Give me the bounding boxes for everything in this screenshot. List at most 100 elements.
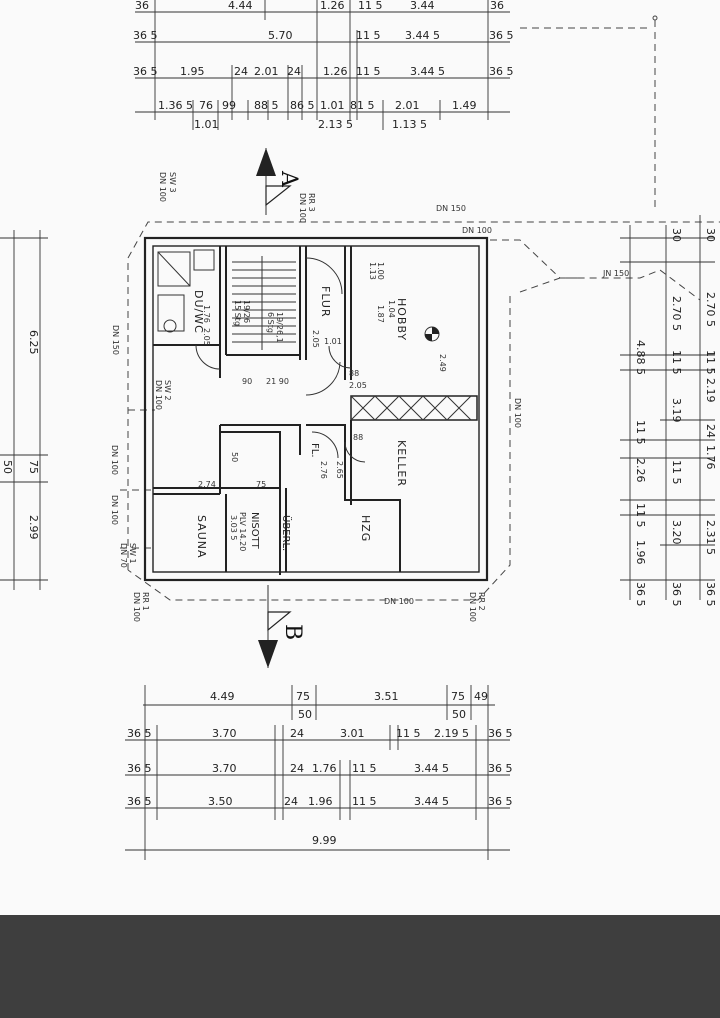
bot-dim-0-e: 49 — [474, 690, 488, 703]
pipe-rr2: RR 2 — [477, 592, 486, 611]
top-dim-1-e: 36 5 — [489, 29, 514, 42]
room-fl: FL. — [309, 443, 320, 458]
floor-plan-drawing: 36 4.44 1.26 11 5 3.44 36 36 5 5.70 11 5… — [0, 0, 720, 860]
room-duwc: DU/WC — [192, 290, 205, 334]
stairs: 15 Stg 19/26 6 Stg 19/26,1 — [232, 256, 296, 350]
bot-dim-2-g: 36 5 — [488, 762, 513, 775]
right-inner-3: 3.19 — [670, 398, 683, 423]
bot-dim-3-f: 3.44 5 — [414, 795, 449, 808]
top-dim-0-e: 3.44 — [410, 0, 435, 12]
room-hobby: HOBBY — [395, 298, 408, 341]
bot-dim-1-g: 36 5 — [488, 727, 513, 740]
top-dim-3b-b: 2.13 5 — [318, 118, 353, 131]
pipe-dn150-left: DN 150 — [111, 325, 120, 355]
interior-walls — [153, 246, 478, 575]
pipe-dn100-left1: DN 100 — [110, 445, 119, 475]
top-dim-1-c: 11 5 — [356, 29, 381, 42]
right-inner-6: 36 5 — [670, 582, 683, 607]
right-dimension-chains: 30 2.70 5 11 5 2.19 24 1.76 2.31 5 36 5 … — [620, 215, 717, 607]
right-inner-5: 3.20 — [670, 520, 683, 545]
building-outline — [143, 236, 489, 582]
top-dim-3-b: 76 — [199, 99, 213, 112]
pipe-sw3: SW 3 — [168, 172, 177, 193]
pipe-dn100-right: DN 100 — [513, 398, 522, 428]
right-outer-6: 2.31 5 — [704, 520, 717, 555]
int-dim-205: 2.05 — [349, 381, 367, 390]
bot-dim-3-c: 24 — [284, 795, 298, 808]
stairs-a: 15 Stg — [233, 300, 242, 326]
top-dim-2-f: 1.26 — [323, 65, 348, 78]
top-dim-1-b: 5.70 — [268, 29, 293, 42]
pipe-rr1-dn: DN 100 — [132, 592, 141, 622]
left-dim-a: 6.25 — [27, 330, 40, 355]
int-dim-100: 1.00 — [376, 262, 385, 280]
interior-dimensions: 90 21 90 1.01 88 2.05 88 2.74 75 50 1.00… — [198, 262, 447, 489]
top-dim-2-a: 36 5 — [133, 65, 158, 78]
top-dim-3-c: 99 — [222, 99, 236, 112]
right-inner-4: 11 5 — [670, 460, 683, 485]
right-inner2-2: 2.26 — [634, 458, 647, 483]
bot-dim-0-b: 75 — [296, 690, 310, 703]
top-dim-1-a: 36 5 — [133, 29, 158, 42]
pipe-rr3-dn: DN 100 — [298, 193, 307, 223]
bot-dim-2-f: 3.44 5 — [414, 762, 449, 775]
int-dim-187: 1.87 — [376, 305, 385, 323]
stairs-d: 19/26,1 — [275, 312, 284, 343]
pipe-dn100-left2: DN 100 — [110, 495, 119, 525]
room-nisott: NISOTT — [249, 512, 260, 550]
top-dim-0-f: 36 — [490, 0, 504, 12]
info-fl-b: 2.65 — [335, 461, 344, 479]
pipe-sw1: SW 1 — [128, 543, 137, 564]
info-hobby-b: 1.04 — [387, 300, 396, 318]
right-inner-2: 11 5 — [670, 350, 683, 375]
section-label-b: B — [280, 624, 305, 640]
int-dim-88b: 88 — [353, 433, 363, 442]
bot-dim-1-b: 3.70 — [212, 727, 237, 740]
top-dim-1-d: 3.44 5 — [405, 29, 440, 42]
bot-dim-3-b: 3.50 — [208, 795, 233, 808]
int-dim-90: 90 — [242, 377, 252, 386]
top-dim-0-b: 4.44 — [228, 0, 253, 12]
info-fl-a: 2.76 — [319, 461, 328, 479]
bot-dim-0-c: 3.51 — [374, 690, 399, 703]
bot-dim-3-d: 1.96 — [308, 795, 333, 808]
right-inner2-1: 11 5 — [634, 420, 647, 445]
right-inner2-5: 36 5 — [634, 582, 647, 607]
door-swings — [195, 257, 366, 463]
right-outer-7: 36 5 — [704, 582, 717, 607]
top-dim-2-g: 11 5 — [356, 65, 381, 78]
right-outer-3: 2.19 — [704, 378, 717, 403]
right-inner2-3: 11 5 — [634, 503, 647, 528]
pipe-rr2-dn: DN 100 — [468, 592, 477, 622]
pipe-dn100-bottom: DN 100 — [384, 597, 414, 606]
room-keller: KELLER — [395, 440, 408, 487]
bot-dim-3-g: 36 5 — [488, 795, 513, 808]
right-outer-1: 2.70 5 — [704, 292, 717, 327]
bot-dim-1-a: 36 5 — [127, 727, 152, 740]
pipe-sw1-dn: DN 70 — [119, 543, 128, 568]
bot-dim-2-d: 1.76 — [312, 762, 337, 775]
top-dim-3-a: 1.36 5 — [158, 99, 193, 112]
pipe-dn100-top: DN 100 — [462, 226, 492, 235]
scanner-background — [0, 915, 720, 1018]
bot-dim-0-d: 75 — [451, 690, 465, 703]
right-inner2-0: 4.88 5 — [634, 340, 647, 375]
right-outer-0: 30 — [704, 228, 717, 242]
bot-dim-0b-b: 50 — [452, 708, 466, 721]
left-dim-c: 50 — [1, 460, 14, 474]
pipe-labels: SW 3 DN 100 RR 3 DN 100 DN 150 DN 100 DN… — [110, 172, 629, 622]
info-duwc-a: 1.76 — [202, 305, 211, 323]
duwc-fixtures — [157, 249, 215, 333]
top-dim-2-b: 1.95 — [180, 65, 205, 78]
top-dim-3-f: 1.01 — [320, 99, 345, 112]
right-outer-5: 1.76 — [704, 445, 717, 470]
room-uebrl: ÜBERL. — [280, 515, 293, 551]
bot-dim-3-a: 36 5 — [127, 795, 152, 808]
stairs-b: 19/26 — [242, 300, 251, 323]
top-dim-2-e: 24 — [287, 65, 301, 78]
pipe-sw2: SW 2 — [163, 380, 172, 401]
bot-dim-1-e: 11 5 — [396, 727, 421, 740]
int-dim-274: 2.74 — [198, 480, 216, 489]
left-dimension-chains: 6.25 75 50 2.99 — [0, 230, 48, 590]
section-label-a: A — [276, 170, 301, 188]
